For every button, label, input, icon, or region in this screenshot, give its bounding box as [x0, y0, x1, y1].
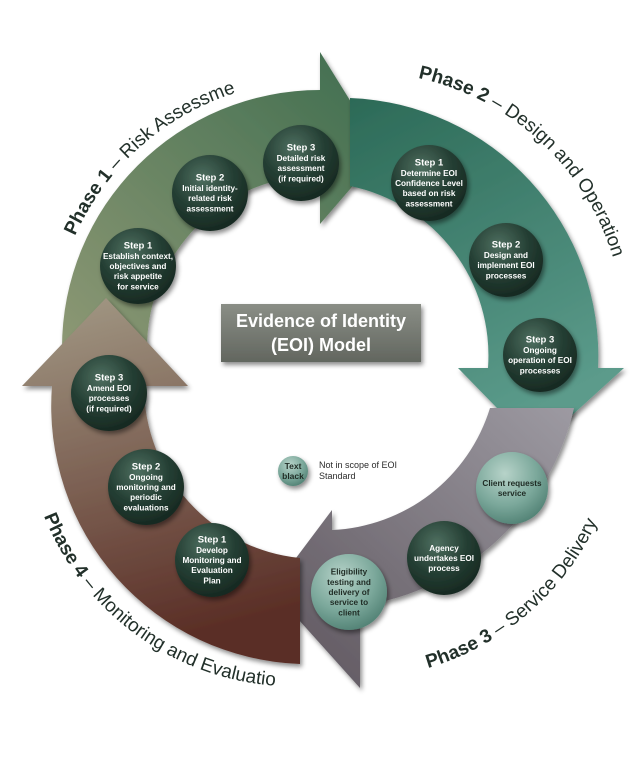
step-circle-shape — [71, 355, 147, 431]
step-circle-shape — [469, 223, 543, 297]
step-text-line: Determine EOI — [401, 169, 457, 178]
step-text-line: Establish context, — [103, 252, 173, 261]
legend-description-line-2: Standard — [319, 471, 356, 481]
step-text-line: Design and — [484, 251, 528, 260]
legend-circle — [278, 456, 308, 486]
step-text-line: Ongoing — [523, 346, 557, 355]
step-circle-shape — [108, 449, 184, 525]
step-text-line: Develop — [196, 546, 228, 555]
step-text-line: (if required) — [86, 404, 132, 413]
step-text-line: (if required) — [278, 174, 324, 183]
step-text-line: based on risk — [403, 189, 456, 198]
step-text-line: Detailed risk — [277, 154, 326, 163]
step-text-line: Client requests — [482, 479, 542, 488]
step-text-line: Ongoing — [129, 473, 163, 482]
step-text-line: Evaluation — [191, 566, 232, 575]
step-text-line: Step 2 — [492, 240, 521, 251]
step-text-line: assessment — [406, 199, 453, 208]
step-text-line: related risk — [188, 194, 232, 203]
center-title-box: Evidence of Identity (EOI) Model — [221, 304, 421, 362]
step-text-line: processes — [89, 394, 130, 403]
step-text-line: risk appetite — [114, 272, 163, 281]
step-text-line: assessment — [187, 204, 234, 213]
step-text-line: Step 2 — [196, 173, 225, 184]
legend: Text black Not in scope of EOI Standard — [278, 456, 397, 486]
step-text-line: Agency — [429, 544, 459, 553]
step-circle-shape — [175, 523, 249, 597]
step-text-line: periodic — [130, 493, 162, 502]
title-line-1: Evidence of Identity — [236, 311, 406, 331]
step-circle-shape — [503, 318, 577, 392]
step-circle-shape — [311, 554, 387, 630]
step-text-line: Step 3 — [95, 373, 124, 384]
step-text-line: objectives and — [110, 262, 167, 271]
step-text-line: service to — [330, 598, 368, 607]
step-text-line: Step 1 — [415, 158, 444, 169]
step-text-line: processes — [520, 366, 561, 375]
step-circle-shape — [263, 125, 339, 201]
step-text-line: implement EOI — [477, 261, 534, 270]
legend-description-line-1: Not in scope of EOI — [319, 460, 397, 470]
step-text-line: client — [338, 608, 360, 617]
step-text-line: Step 1 — [198, 535, 227, 546]
legend-circle-line-2: black — [282, 471, 304, 481]
legend-circle-line-1: Text — [285, 461, 302, 471]
step-text-line: Step 1 — [124, 241, 153, 252]
step-text-line: Plan — [203, 576, 220, 585]
step-circle-shape — [100, 228, 176, 304]
step-text-line: Step 3 — [526, 335, 555, 346]
step-circle-shape — [476, 452, 548, 524]
step-text-line: for service — [117, 282, 159, 291]
step-text-line: service — [498, 489, 527, 498]
step-text-line: operation of EOI — [508, 356, 572, 365]
step-text-line: assessment — [278, 164, 325, 173]
step-text-line: Step 2 — [132, 462, 161, 473]
step-text-line: Step 3 — [287, 143, 316, 154]
step-text-line: testing and — [327, 578, 371, 587]
step-circle-shape — [391, 145, 467, 221]
step-text-line: Confidence Level — [395, 179, 463, 188]
step-circle-shape — [172, 155, 248, 231]
step-text-line: process — [428, 564, 460, 573]
step-text-line: evaluations — [123, 503, 168, 512]
step-text-line: Amend EOI — [87, 384, 131, 393]
step-text-line: Eligibility — [331, 568, 368, 577]
step-text-line: delivery of — [329, 588, 370, 597]
step-text-line: undertakes EOI — [414, 554, 474, 563]
title-line-2: (EOI) Model — [271, 335, 371, 355]
step-text-line: Initial identity- — [182, 184, 238, 193]
step-circle-shape — [407, 521, 481, 595]
step-text-line: processes — [486, 271, 527, 280]
step-text-line: monitoring and — [116, 483, 176, 492]
step-text-line: Monitoring and — [182, 556, 241, 565]
